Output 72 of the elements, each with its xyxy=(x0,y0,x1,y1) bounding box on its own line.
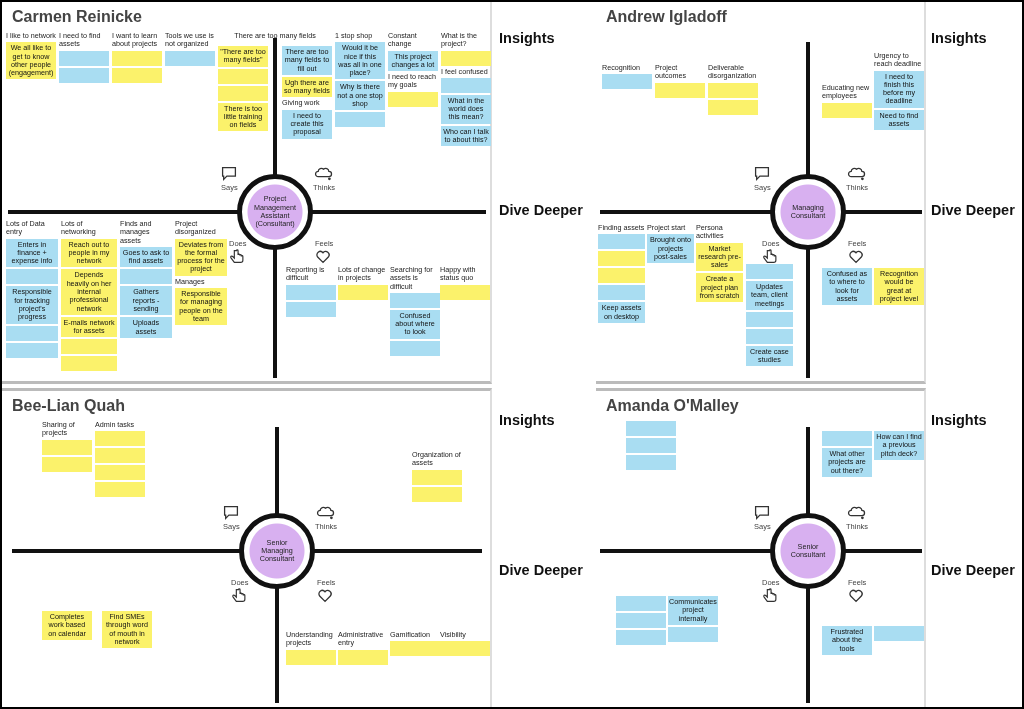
sticky-note xyxy=(95,465,145,481)
persona-panel xyxy=(2,388,492,707)
sticky-note xyxy=(598,285,645,301)
sticky-note xyxy=(616,613,666,628)
persona-panel xyxy=(596,388,926,707)
sticky-note xyxy=(61,356,117,372)
sticky-note xyxy=(286,284,336,300)
sticky-note xyxy=(42,439,92,455)
sticky-note xyxy=(59,67,109,83)
persona-panel xyxy=(2,2,492,384)
sticky-note xyxy=(390,641,440,657)
sticky-note xyxy=(626,455,676,470)
sticky-note xyxy=(286,301,336,317)
sticky-note xyxy=(112,50,162,66)
sticky-note xyxy=(6,342,58,358)
sticky-note xyxy=(59,50,109,66)
sticky-note xyxy=(626,421,676,436)
sticky-note xyxy=(616,630,666,645)
sticky-note xyxy=(874,626,924,641)
sticky-note xyxy=(112,67,162,83)
section-heading: Insights xyxy=(499,412,555,428)
sticky-note xyxy=(95,448,145,464)
sticky-note xyxy=(668,626,718,642)
section-heading: Insights xyxy=(499,30,555,46)
sticky-note xyxy=(708,99,758,115)
sticky-note xyxy=(412,486,462,502)
sticky-note xyxy=(655,82,705,98)
sticky-note xyxy=(390,340,440,356)
sticky-note xyxy=(61,339,117,355)
sticky-note xyxy=(441,77,491,93)
sticky-note xyxy=(441,50,491,66)
sticky-note xyxy=(708,82,758,98)
sticky-note xyxy=(95,482,145,498)
sticky-note xyxy=(822,102,872,118)
persona-name: Bee-Lian Quah xyxy=(12,397,125,415)
section-heading: Insights xyxy=(931,412,987,428)
sticky-note xyxy=(598,251,645,267)
sticky-note xyxy=(218,68,268,84)
persona-name: Andrew Igladoff xyxy=(606,8,727,26)
sticky-note xyxy=(6,269,58,285)
section-heading: Dive Deeper xyxy=(499,562,583,578)
sticky-note xyxy=(746,328,793,344)
sticky-note xyxy=(746,311,793,327)
sticky-note xyxy=(598,268,645,284)
persona-name: Carmen Reinicke xyxy=(12,8,142,26)
section-heading: Dive Deeper xyxy=(931,202,1015,218)
sticky-note xyxy=(286,649,336,665)
section-heading: Dive Deeper xyxy=(499,202,583,218)
sticky-note xyxy=(822,431,872,446)
sticky-note xyxy=(218,85,268,101)
sticky-note xyxy=(95,431,145,447)
sticky-note xyxy=(6,325,58,341)
sticky-note xyxy=(626,438,676,453)
sticky-note xyxy=(746,264,793,279)
sticky-note xyxy=(42,456,92,472)
section-heading: Insights xyxy=(931,30,987,46)
sticky-note xyxy=(338,649,388,665)
sticky-note xyxy=(120,269,172,285)
sticky-note xyxy=(440,284,490,300)
sticky-note xyxy=(602,74,652,90)
sticky-note xyxy=(338,284,388,300)
sticky-note xyxy=(598,234,645,250)
sticky-note xyxy=(335,112,385,128)
sticky-note xyxy=(165,50,215,66)
sticky-note xyxy=(388,91,438,107)
persona-name: Amanda O'Malley xyxy=(606,397,739,415)
sticky-note xyxy=(412,469,462,485)
sticky-note xyxy=(390,292,440,308)
section-heading: Dive Deeper xyxy=(931,562,1015,578)
sticky-note xyxy=(440,641,490,657)
sticky-note xyxy=(616,596,666,611)
persona-panel xyxy=(596,2,926,384)
